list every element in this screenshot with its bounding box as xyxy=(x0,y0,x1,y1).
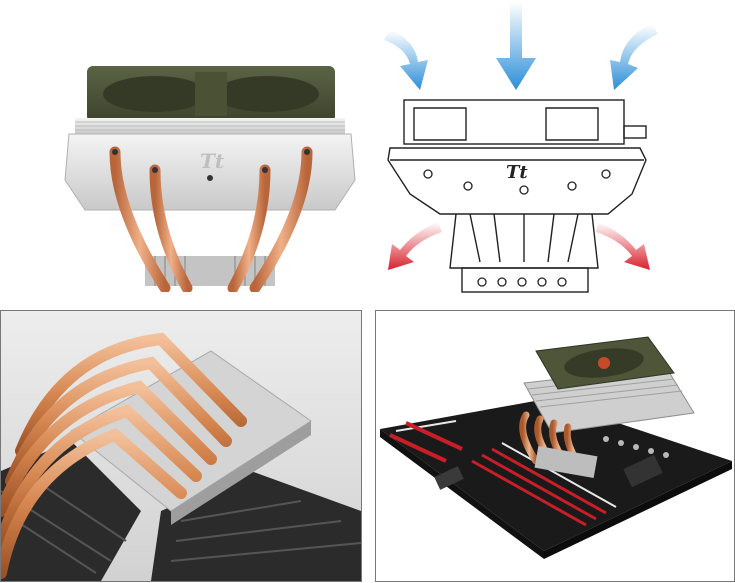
heatsink-body xyxy=(64,133,356,211)
heatpipe-1 xyxy=(109,146,171,292)
fan-blade-left xyxy=(103,76,207,112)
exhaust-arrow-right xyxy=(596,222,650,270)
intake-arrow-center xyxy=(496,2,536,90)
heatsink-outline xyxy=(387,147,647,215)
cooler-base xyxy=(534,445,598,479)
airflow-line-diagram: Tt xyxy=(370,0,680,300)
intake-arrow-right xyxy=(610,24,658,90)
fan-outline xyxy=(403,99,625,145)
heatpipe-1 xyxy=(519,411,540,465)
cooler-photo-front: Tt xyxy=(55,60,365,292)
ram-slot-3 xyxy=(491,447,607,515)
intake-arrow-left xyxy=(384,30,428,90)
heatpipe-closeup-photo xyxy=(0,310,362,582)
heatpipe-5 xyxy=(1,428,187,579)
pcie-slot-1 xyxy=(389,433,447,463)
fan-blade-right xyxy=(215,76,319,112)
cooler-on-motherboard-photo xyxy=(375,310,735,582)
heatpipe-5 xyxy=(249,146,313,292)
heatpipe-2 xyxy=(149,164,193,292)
exhaust-arrow-left xyxy=(388,222,442,270)
fan-hub xyxy=(598,357,610,369)
heatpipe-2 xyxy=(5,356,232,487)
brand-logo: Tt xyxy=(506,162,528,183)
heatpipe-3 xyxy=(1,380,217,517)
heatpipe-1 xyxy=(15,332,247,457)
brand-logo: Tt xyxy=(200,149,225,173)
motherboard xyxy=(380,399,732,551)
pcie-slot-2 xyxy=(405,421,463,451)
ram-slot-1 xyxy=(471,459,587,527)
heatpipe-4 xyxy=(1,404,202,549)
heatpipe-4 xyxy=(227,164,271,292)
ram-slot-2 xyxy=(481,453,597,521)
